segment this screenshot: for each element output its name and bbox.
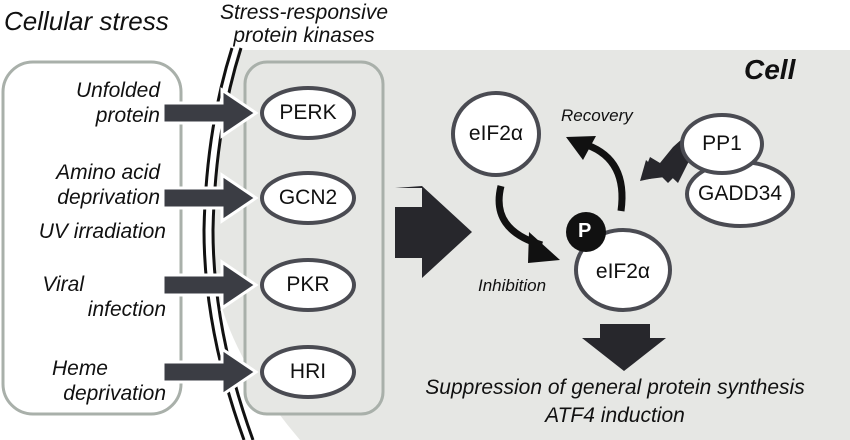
recovery-arrow-shaft	[585, 141, 626, 212]
stimulus-amino-acid-deprivation: Amino acid deprivation	[10, 160, 160, 210]
stimulus-line: infection	[87, 298, 166, 321]
kinase-ellipses	[260, 86, 356, 399]
eif2a-ellipse	[451, 91, 541, 177]
phospho-circle	[566, 212, 606, 252]
stimulus-line: Amino acid	[56, 161, 160, 184]
pp1-ellipse	[680, 113, 764, 175]
stimulus-uv-irradiation: UV irradiation	[10, 219, 166, 244]
outcome-line1: Suppression of general protein synthesis	[425, 376, 805, 399]
arrow-viral-to-pkr	[161, 259, 259, 311]
stimulus-line: Heme	[51, 357, 108, 380]
outcome-line2: ATF4 induction	[545, 404, 685, 427]
stimulus-line: deprivation	[57, 186, 160, 209]
recovery-label: Recovery	[561, 106, 633, 125]
down-arrow	[582, 324, 666, 371]
stimulus-line: Unfolded	[75, 79, 160, 102]
pkr-ellipse	[260, 258, 356, 312]
arrow-aminoacid-to-gcn2	[161, 172, 259, 224]
outcome-text: Suppression of general protein synthesis…	[380, 374, 850, 430]
recovery-arrow-head	[566, 136, 596, 160]
big-right-arrow	[395, 186, 472, 278]
stimulus-unfolded-protein: Unfolded protein	[10, 78, 160, 128]
p-eif2a-label: eIF2α	[595, 260, 651, 283]
stimulus-line: protein	[95, 104, 160, 127]
cellular-stress-box	[1, 60, 183, 416]
stimulus-heme-deprivation: Heme deprivation	[10, 356, 166, 406]
kinase-perk-label: PERK	[279, 101, 337, 124]
gadd34-label: GADD34	[697, 182, 783, 205]
p-eif2a-ellipse	[574, 228, 672, 312]
arrow-heme-to-hri	[161, 346, 259, 398]
kinases-heading-line1: Stress-responsive	[219, 1, 389, 24]
cell-heading: Cell	[744, 54, 796, 85]
inhibition-label: Inhibition	[478, 276, 547, 295]
perk-ellipse	[260, 86, 356, 140]
kinases-heading-line2: protein kinases	[233, 24, 375, 47]
eif2a-label: eIF2α	[468, 122, 524, 145]
cellular-stress-heading: Cellular stress	[4, 6, 169, 36]
inhibition-arrow-head	[528, 232, 560, 263]
pp1-label: PP1	[702, 132, 742, 155]
stimulus-line: Viral	[42, 273, 84, 296]
stimulus-arrows	[161, 87, 259, 398]
phospho-label: P	[578, 220, 592, 242]
stimulus-line: deprivation	[63, 382, 166, 405]
kinase-pkr-label: PKR	[286, 273, 330, 296]
stimulus-viral-infection: Viral infection	[10, 272, 166, 322]
kinase-hri-label: HRI	[289, 360, 327, 383]
gcn2-ellipse	[260, 171, 356, 225]
stimulus-line: UV irradiation	[38, 220, 166, 243]
kinase-box	[243, 60, 385, 416]
hri-ellipse	[260, 345, 356, 399]
kinase-gcn2-label: GCN2	[278, 186, 338, 209]
kinases-heading: Stress-responsive protein kinases	[216, 1, 392, 47]
arrow-unfolded-to-perk	[161, 87, 259, 139]
